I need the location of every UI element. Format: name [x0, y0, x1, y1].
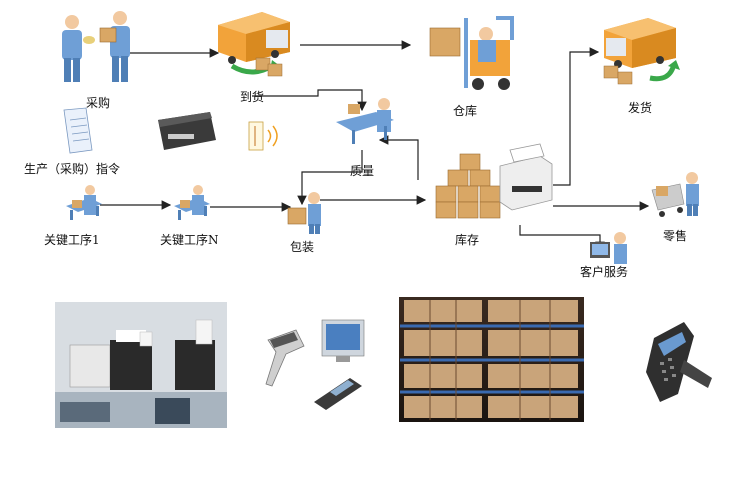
inventory-boxes-icon: [435, 143, 553, 219]
printer-icon: [158, 112, 216, 150]
edge-inventory-quality: [378, 135, 419, 180]
quality-inspector-icon: [336, 98, 394, 144]
document-icon: [63, 107, 93, 154]
packing-icon: [287, 192, 321, 234]
label-purchase: 采购: [86, 96, 111, 110]
rugged-handheld-icon: [646, 322, 712, 402]
label-arrival: 到货: [240, 90, 265, 104]
cart-icon: [651, 172, 699, 217]
connectors: [100, 40, 650, 252]
purchase-people-icon: [62, 11, 130, 82]
label-shipping: 发货: [628, 101, 653, 115]
forklift-icon: [429, 16, 514, 90]
label-key-process-1: 关键工序1: [44, 233, 100, 247]
label-retail: 零售: [663, 229, 688, 243]
label-packing: 包装: [290, 240, 315, 254]
monitor-icon: [321, 319, 365, 362]
label-quality: 质量: [350, 164, 375, 178]
scanner-icon: [265, 329, 305, 387]
label-inventory: 库存: [455, 233, 480, 247]
handheld-terminal-icon: [314, 378, 362, 410]
label-customer-service: 客户服务: [580, 265, 629, 279]
edge-inventory-service: [519, 225, 605, 252]
rfid-tag-icon: [248, 121, 278, 151]
label-key-process-n: 关键工序N: [160, 233, 219, 247]
key-process-1-icon: [66, 185, 102, 220]
key-process-n-icon: [174, 185, 210, 220]
label-warehouse: 仓库: [453, 104, 478, 118]
shipping-truck-icon: [603, 18, 680, 85]
printers-photo: [55, 302, 227, 428]
edge-arrival-quality: [252, 89, 367, 112]
arrival-truck-icon: [218, 12, 290, 77]
edge-quality-packing: [297, 150, 363, 206]
warehouse-shelves-photo: [399, 297, 584, 422]
customer-service-icon: [590, 232, 627, 264]
edge-inventory-shipping: [553, 47, 600, 186]
label-production-order: 生产（采购）指令: [24, 162, 121, 176]
